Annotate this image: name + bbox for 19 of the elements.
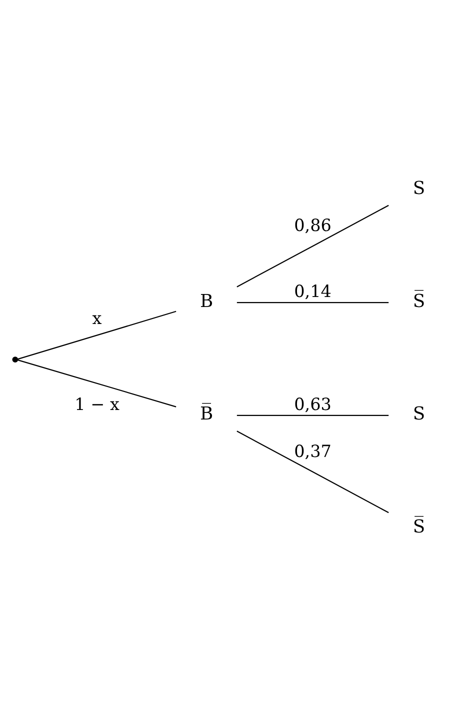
edge-label: x	[92, 307, 102, 328]
connector	[236, 430, 389, 513]
connector	[236, 414, 389, 416]
node-point	[12, 356, 18, 362]
node-text: S̅	[412, 516, 426, 538]
connector	[18, 359, 176, 407]
node-text: B̅	[200, 403, 214, 424]
edge-label: 0,86	[294, 214, 332, 234]
node-text: S	[412, 403, 426, 424]
edge-label: 0,14	[294, 280, 332, 300]
node-text: B	[200, 290, 214, 312]
edge-label: 1 − x	[74, 393, 120, 414]
connector	[236, 301, 389, 303]
node-text: S̅	[412, 290, 426, 312]
node-text: S	[412, 177, 426, 198]
connector	[236, 204, 389, 287]
connector	[18, 310, 176, 360]
edge-label: 0,37	[294, 440, 332, 460]
edge-label: 0,63	[294, 393, 332, 414]
